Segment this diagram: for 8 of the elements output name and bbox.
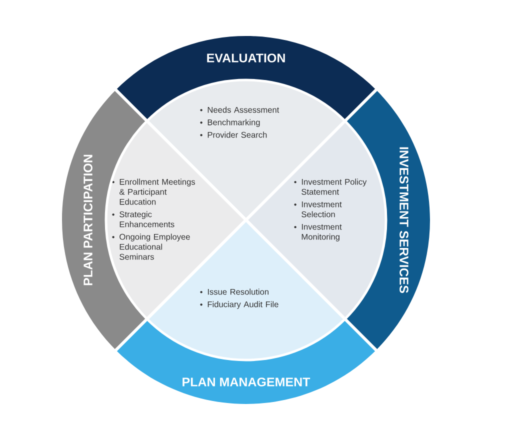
bullet-item: Investment Monitoring — [294, 224, 342, 242]
bullet-item: Issue Resolution — [200, 288, 268, 295]
bullet-item: Benchmarking — [200, 119, 260, 127]
ring-segment: PLAN MANAGEMENT — [116, 318, 376, 404]
bullet-item: Investment Selection — [294, 201, 342, 218]
bullet-item: Fiduciary Audit File — [200, 301, 278, 309]
bullet-item: Needs Assessment — [200, 106, 280, 113]
bullet-item: Provider Search — [200, 132, 267, 138]
